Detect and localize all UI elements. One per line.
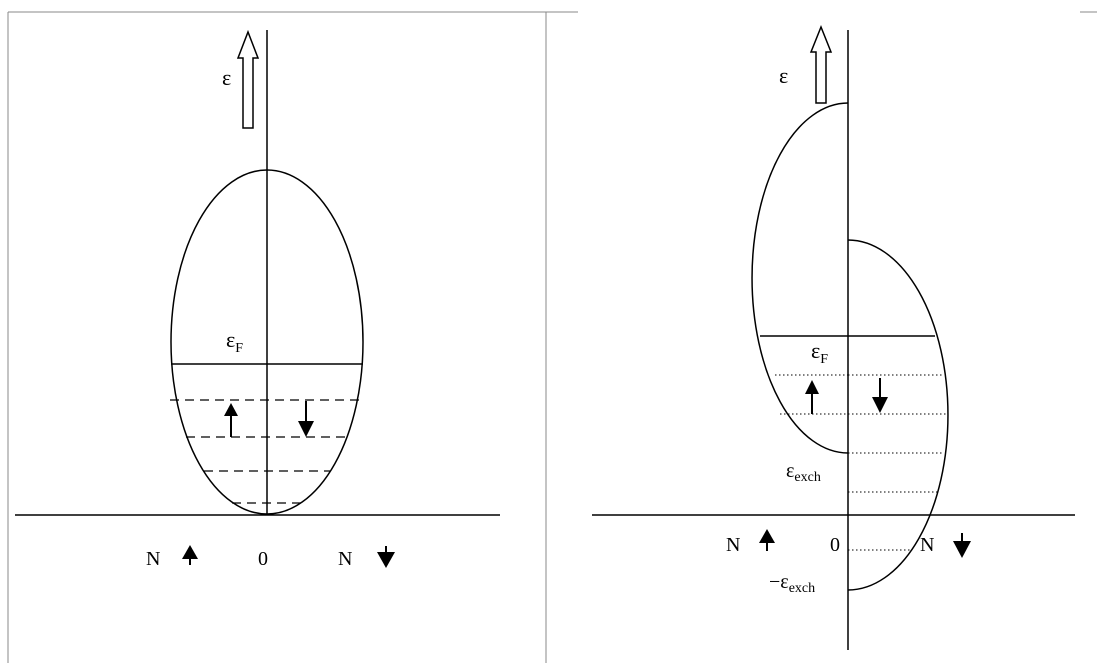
left-n-up-label: N	[146, 548, 160, 570]
right-spin-up-arrow-icon	[805, 380, 819, 414]
left-fermi-label: εF	[226, 327, 243, 356]
right-n-up-label: N	[726, 534, 740, 556]
right-exch-label: εexch	[786, 460, 821, 485]
left-n-down-label: N	[338, 548, 352, 570]
left-n-down-arrow-icon	[377, 546, 395, 568]
right-energy-arrow-icon	[809, 24, 833, 104]
left-spin-up-arrow-icon	[224, 403, 238, 437]
left-spin-down-arrow-icon	[298, 401, 314, 437]
right-axis-label: ε	[779, 63, 788, 88]
right-n-down-label: N	[920, 534, 934, 556]
right-dos-spin-up-curve	[751, 102, 849, 454]
right-dos-spin-down-curve	[847, 239, 949, 591]
left-axis-label: ε	[222, 65, 231, 90]
right-fermi-label: εF	[811, 338, 828, 367]
page-frame	[7, 11, 1097, 663]
left-dos-ellipse	[170, 169, 364, 515]
right-panel: ε εF εexch	[592, 24, 1075, 650]
right-zero-label: 0	[830, 534, 840, 556]
left-zero-label: 0	[258, 548, 268, 570]
right-spin-down-arrow-icon	[872, 378, 888, 413]
right-n-down-arrow-icon	[953, 533, 971, 558]
right-n-up-arrow-icon	[759, 529, 775, 551]
left-panel: ε εF N 0 N	[15, 29, 500, 570]
right-neg-exch-label: −εexch	[769, 571, 815, 596]
left-energy-arrow-icon	[236, 29, 260, 129]
left-n-up-arrow-icon	[182, 545, 198, 565]
